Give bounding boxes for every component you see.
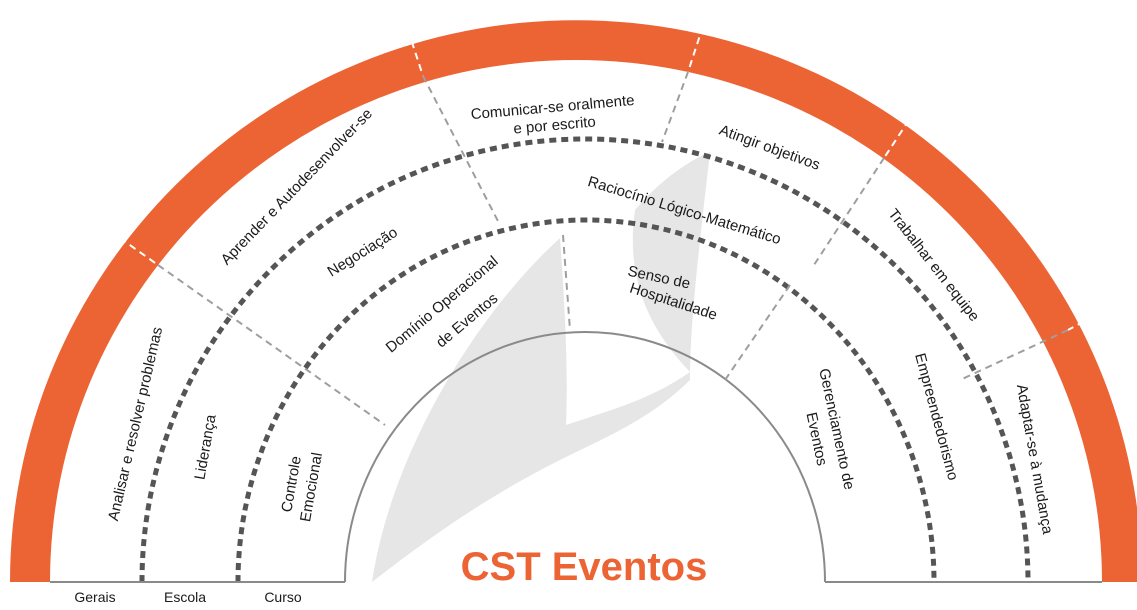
section-dividers bbox=[157, 71, 1069, 426]
label-curso: Curso bbox=[264, 589, 302, 605]
band-dividers bbox=[119, 25, 1106, 331]
escola-empreendedorismo: Empreendedorismo bbox=[911, 351, 961, 482]
escola-negociacao: Negociação bbox=[325, 224, 401, 280]
gerais-analisar: Analisar e resolver problemas bbox=[105, 325, 166, 522]
label-escola: Escola bbox=[164, 589, 206, 605]
logo-shape bbox=[372, 152, 710, 582]
gerais-adaptar: Adaptar-se à mudança bbox=[1013, 383, 1056, 536]
label-gerais: Gerais bbox=[74, 589, 115, 605]
curso-boundary bbox=[235, 217, 937, 583]
title-text: CST Eventos bbox=[461, 545, 708, 589]
inner-arc bbox=[344, 331, 826, 583]
escola-lideranca: Liderança bbox=[191, 413, 219, 481]
escola-boundary bbox=[139, 136, 1031, 583]
